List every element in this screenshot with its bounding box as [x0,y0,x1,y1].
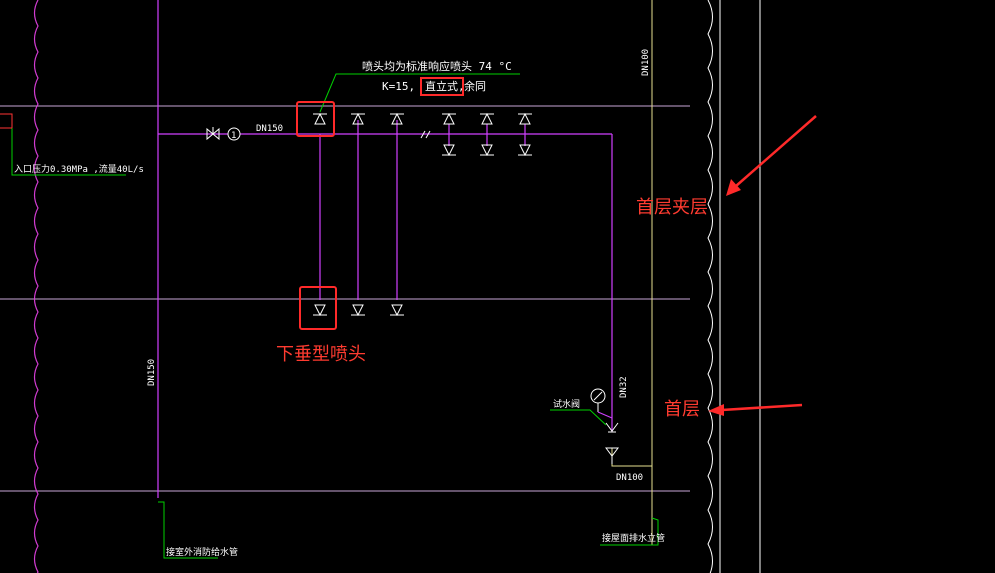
pendent-sprinkler-head-icon [442,144,456,157]
wall-break-left [33,0,39,573]
wall-break-right [707,0,713,573]
mezzanine-arrow [735,115,817,187]
test-valve-leader [550,409,607,426]
leader-lines [11,73,659,559]
test-valve-icon [605,422,619,433]
upright-sprinkler-head-icon [480,112,494,125]
first-floor-annotation: 首层 [664,399,700,420]
pendent-sprinkler-head-icon [313,304,327,317]
pendent-sprinkler-head-icon [518,144,532,157]
mezzanine-head-highlight [296,101,335,137]
head-note-rest: 余同 [464,79,486,93]
inlet-stub [0,113,13,128]
upright-highlight-box [420,77,464,96]
flow-switch-icon [227,127,241,141]
left-riser-pipe-size: DN150 [147,359,157,386]
upright-sprinkler-head-icon [518,112,532,125]
upright-sprinkler-head-icon [313,112,327,125]
bottom-right-label: 接屋面排水立管 [602,532,665,544]
drain-funnel-icon [605,447,619,457]
drain-outlet-size: DN100 [616,473,643,483]
inlet-leader [11,128,126,176]
upright-sprinkler-head-icon [442,112,456,125]
head-note-upright: 直立式, [425,79,465,93]
pendent-head-annotation: 下垂型喷头 [276,344,366,365]
drain-riser-pipe-size: DN32 [619,376,629,398]
right-top-pipe-size: DN100 [641,49,651,76]
first-floor-arrow [721,403,803,412]
bottom-right-leader [600,517,659,546]
right-border [719,0,761,573]
bottom-left-label: 接室外消防给水管 [166,546,238,558]
test-valve-label: 试水阀 [553,398,580,410]
flow-switch-mark: 1 [231,131,236,141]
sprinkler-heads [313,112,532,317]
floor-lines [0,105,690,492]
head-note-k: K=15, [382,80,415,93]
pipes [157,0,613,498]
bottom-left-leader [158,501,218,559]
head-note-line1: 喷头均为标准响应喷头 74 °C [362,59,512,73]
annotation-arrows [708,115,817,416]
mezzanine-annotation: 首层夹层 [636,197,708,218]
head-note-leader [319,73,520,113]
pendent-sprinkler-head-icon [480,144,494,157]
upright-sprinkler-head-icon [351,112,365,125]
pendent-sprinkler-head-icon [390,304,404,317]
pendent-head-highlight [299,286,337,330]
upright-sprinkler-head-icon [390,112,404,125]
gate-valve-icon [206,127,220,141]
inlet-pressure-label: 入口压力0.30MPa ,流量40L/s [14,163,144,175]
drain-outlet-pipe [611,448,652,467]
pendent-sprinkler-head-icon [351,304,365,317]
main-pipe-size: DN150 [256,124,283,134]
pipe-break-mark [420,130,431,139]
